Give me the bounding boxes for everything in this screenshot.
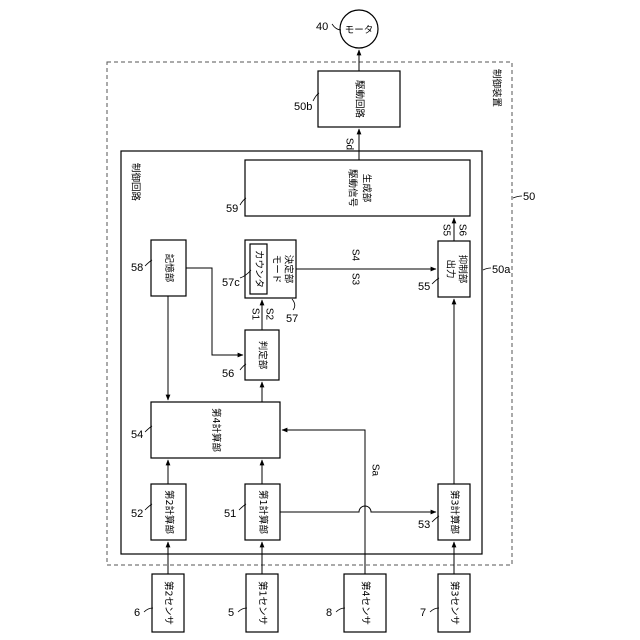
storage-label: 記憶部 — [163, 254, 175, 283]
wire-sa — [282, 430, 365, 574]
counter-label: カウンタ — [253, 250, 264, 288]
control-device-ref: 50 — [523, 191, 535, 203]
mode-ref-lead — [292, 299, 295, 310]
signal-s4: S4 — [349, 249, 360, 262]
judge-label: 判定部 — [257, 341, 269, 370]
signal-s2: S2 — [263, 308, 274, 321]
signal-s3: S3 — [349, 273, 360, 286]
signal-sa: Sa — [369, 464, 380, 477]
output-label-line2: 抑制部 — [457, 255, 469, 284]
sensor2-label: 第2センサ — [163, 581, 175, 625]
sensor2-ref: 6 — [134, 607, 140, 619]
signal-sd: Sd — [343, 138, 354, 150]
calc2-label: 第2計算部 — [163, 490, 175, 534]
signal-s1: S1 — [249, 308, 260, 321]
sensor4-ref: 8 — [326, 607, 332, 619]
wire-calc1-to-calc3 — [280, 506, 436, 512]
calc4-ref: 54 — [131, 429, 143, 441]
sensor3-label: 第3センサ — [449, 581, 461, 625]
drive-circuit-ref: 50b — [294, 101, 312, 113]
signal-s6: S6 — [456, 224, 467, 237]
calc3-ref: 53 — [418, 519, 430, 531]
drive-signal-label-line2: 生成部 — [361, 174, 373, 203]
control-circuit-label: 制御回路 — [130, 163, 142, 202]
sensor1-ref: 5 — [228, 607, 234, 619]
calc1-ref: 51 — [224, 508, 236, 520]
drive-signal-label-line1: 駆動信号 — [347, 169, 359, 207]
calc1-label: 第1計算部 — [257, 490, 269, 534]
sensor3-ref: 7 — [420, 607, 426, 619]
sensor1-label: 第1センサ — [257, 581, 269, 625]
motor-ref: 40 — [316, 21, 328, 33]
judge-ref: 56 — [222, 368, 234, 380]
output-ref: 55 — [418, 281, 430, 293]
mode-label-line2: 決定部 — [283, 255, 295, 284]
sensor4-label: 第4センサ — [360, 581, 372, 625]
storage-ref: 58 — [131, 262, 143, 274]
control-device-ref-lead — [513, 196, 522, 198]
control-device-label: 制御装置 — [491, 69, 503, 107]
calc2-ref: 52 — [131, 508, 143, 520]
calc3-label: 第3計算部 — [449, 490, 461, 534]
mode-label-line1: モード — [271, 255, 282, 284]
counter-ref: 57c — [222, 277, 240, 289]
drive-signal-ref: 59 — [226, 203, 238, 215]
calc4-label: 第4計算部 — [210, 408, 222, 452]
motor-label: モータ — [345, 25, 374, 36]
output-label-line1: 出力 — [445, 259, 457, 278]
signal-s5: S5 — [440, 224, 451, 237]
control-circuit-ref-lead — [483, 268, 491, 270]
control-circuit-ref: 50a — [492, 264, 511, 276]
drive-circuit-label: 駆動回路 — [354, 80, 366, 119]
mode-ref: 57 — [286, 313, 298, 325]
